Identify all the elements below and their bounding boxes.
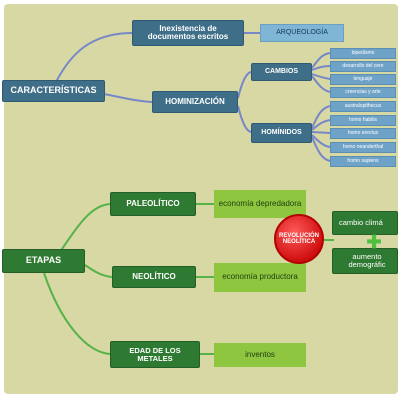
neolitico-node[interactable]: NEOLÍTICO: [112, 266, 196, 288]
cambio-climatico-node[interactable]: cambio climá: [332, 211, 398, 235]
cambios-item-cerebro[interactable]: desarrollo del cere: [330, 61, 396, 72]
metales-node[interactable]: EDAD DE LOS METALES: [110, 341, 200, 368]
hominidos-item-sapiens[interactable]: homo sapiens: [330, 156, 396, 167]
line-hominidos-neanderthal: [311, 134, 331, 148]
line-cambios-lenguaje: [311, 73, 331, 80]
hominidos-item-habilis[interactable]: homo habilis: [330, 115, 396, 126]
paleolitico-economy-node[interactable]: economía depredadora: [214, 190, 306, 218]
hominidos-node[interactable]: HOMÍNIDOS: [251, 123, 312, 143]
hominidos-item-neanderthal[interactable]: homo neanderthal: [330, 142, 396, 153]
connector-plus-icon: ✚: [366, 232, 382, 252]
hominidos-item-australopithecus[interactable]: australopithecus: [330, 101, 396, 112]
line-etapas-paleolitico: [59, 203, 111, 253]
documents-node[interactable]: Inexistencia de documentos escritos: [132, 20, 244, 46]
line-hominizacion-cambios: [237, 71, 252, 99]
metales-economy-node[interactable]: inventos: [214, 343, 306, 367]
cambios-node[interactable]: CAMBIOS: [251, 63, 312, 81]
etapas-node[interactable]: ETAPAS: [2, 249, 85, 273]
line-hominidos-erectus: [311, 131, 331, 134]
line-etapas-metales: [43, 272, 111, 355]
line-caracteristicas-documents: [55, 32, 133, 83]
arqueologia-node[interactable]: ARQUEOLOGÍA: [260, 24, 344, 42]
line-cambios-bipedismo: [311, 52, 331, 69]
paleolitico-node[interactable]: PALEOLÍTICO: [110, 192, 196, 216]
aumento-demografico-node[interactable]: aumento demográfic: [332, 248, 398, 274]
line-hominidos-australopithecus: [311, 105, 331, 129]
line-hominizacion-hominidos: [237, 105, 252, 133]
cambios-item-lenguaje[interactable]: lenguaje: [330, 74, 396, 85]
line-caracteristicas-hominizacion: [103, 93, 153, 103]
hominidos-item-erectus[interactable]: homo erectus: [330, 128, 396, 139]
line-hominidos-habilis: [311, 119, 331, 131]
revolucion-neolitica-badge[interactable]: REVOLUCIÓN NEOLÍTICA: [274, 214, 324, 264]
line-etapas-neolitico: [84, 264, 113, 278]
caracteristicas-node[interactable]: CARACTERÍSTICAS: [2, 80, 105, 102]
hominizacion-node[interactable]: HOMINIZACIÓN: [152, 91, 238, 113]
cambios-item-creencias[interactable]: creencias y arte: [330, 87, 396, 98]
cambios-item-bipedismo[interactable]: bipedismo: [330, 48, 396, 59]
line-cambios-cerebro: [311, 65, 331, 71]
line-hominidos-sapiens: [311, 136, 331, 162]
line-cambios-creencias: [311, 75, 331, 93]
neolitico-economy-node[interactable]: economía productora: [214, 263, 306, 292]
